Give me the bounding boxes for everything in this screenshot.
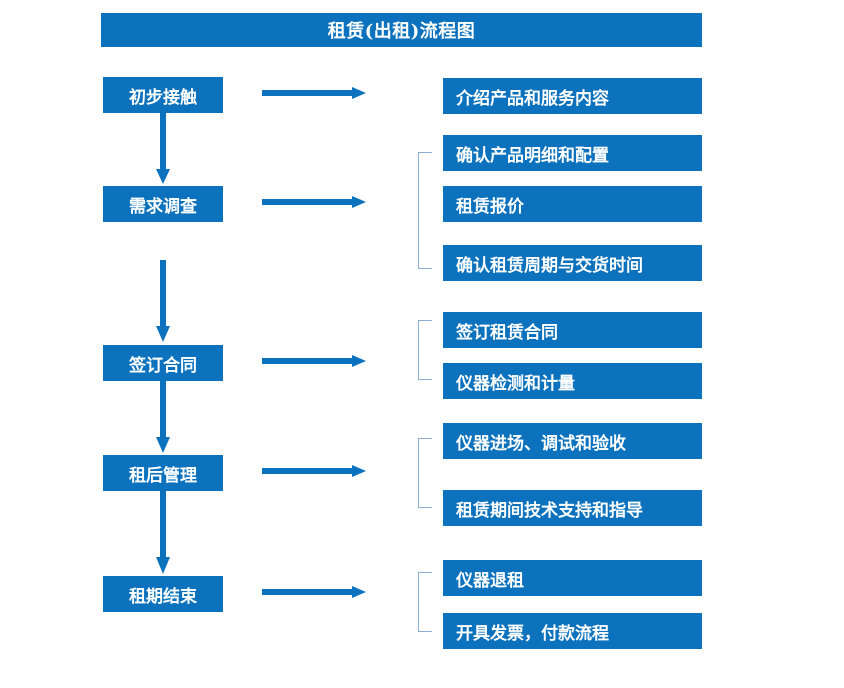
stage-box-5[interactable]: 租期结束	[103, 576, 223, 612]
detail-box-6[interactable]: 仪器检测和计量	[443, 363, 702, 399]
horizontal-arrow-stage-2	[262, 196, 366, 208]
stage-box-3[interactable]: 签订合同	[103, 345, 223, 381]
stage-box-2[interactable]: 需求调查	[103, 186, 223, 222]
diagram-title-bar: 租赁(出租)流程图	[101, 13, 702, 47]
detail-box-9[interactable]: 仪器退租	[443, 560, 702, 596]
group-bracket-1	[418, 152, 432, 269]
stage-box-3-label: 签订合同	[129, 355, 197, 376]
stage-box-4[interactable]: 租后管理	[103, 455, 223, 491]
vertical-arrow-stage-1-to-2	[156, 113, 170, 184]
detail-box-7-label: 仪器进场、调试和验收	[456, 433, 626, 454]
vertical-arrow-stage-4-to-5	[156, 491, 170, 574]
detail-box-1[interactable]: 介绍产品和服务内容	[443, 78, 702, 114]
horizontal-arrow-stage-3	[262, 355, 366, 367]
detail-box-9-label: 仪器退租	[456, 570, 524, 591]
detail-box-7[interactable]: 仪器进场、调试和验收	[443, 423, 702, 459]
diagram-title: 租赁(出租)流程图	[327, 21, 476, 42]
detail-box-4-label: 确认租赁周期与交货时间	[456, 255, 643, 276]
horizontal-arrow-stage-5	[262, 586, 366, 598]
detail-box-2[interactable]: 确认产品明细和配置	[443, 135, 702, 171]
detail-box-10[interactable]: 开具发票，付款流程	[443, 613, 702, 649]
detail-box-5[interactable]: 签订租赁合同	[443, 312, 702, 348]
detail-box-8-label: 租赁期间技术支持和指导	[456, 500, 643, 521]
horizontal-arrow-stage-4	[262, 465, 366, 477]
detail-box-4[interactable]: 确认租赁周期与交货时间	[443, 245, 702, 281]
stage-box-2-label: 需求调查	[129, 196, 197, 217]
stage-box-1-label: 初步接触	[129, 87, 197, 108]
detail-box-10-label: 开具发票，付款流程	[456, 623, 609, 644]
group-bracket-4	[418, 572, 432, 632]
stage-box-5-label: 租期结束	[129, 586, 197, 607]
detail-box-3-label: 租赁报价	[456, 196, 524, 217]
stage-box-4-label: 租后管理	[129, 465, 197, 486]
group-bracket-3	[418, 438, 432, 508]
detail-box-1-label: 介绍产品和服务内容	[456, 88, 609, 109]
horizontal-arrow-stage-1	[262, 87, 366, 99]
stage-box-1[interactable]: 初步接触	[103, 77, 223, 113]
detail-box-8[interactable]: 租赁期间技术支持和指导	[443, 490, 702, 526]
vertical-arrow-stage-3-to-4	[156, 381, 170, 453]
detail-box-2-label: 确认产品明细和配置	[456, 145, 609, 166]
vertical-arrow-stage-2-to-3	[156, 260, 170, 342]
detail-box-6-label: 仪器检测和计量	[456, 373, 575, 394]
group-bracket-2	[418, 320, 432, 380]
detail-box-5-label: 签订租赁合同	[456, 322, 558, 343]
detail-box-3[interactable]: 租赁报价	[443, 186, 702, 222]
